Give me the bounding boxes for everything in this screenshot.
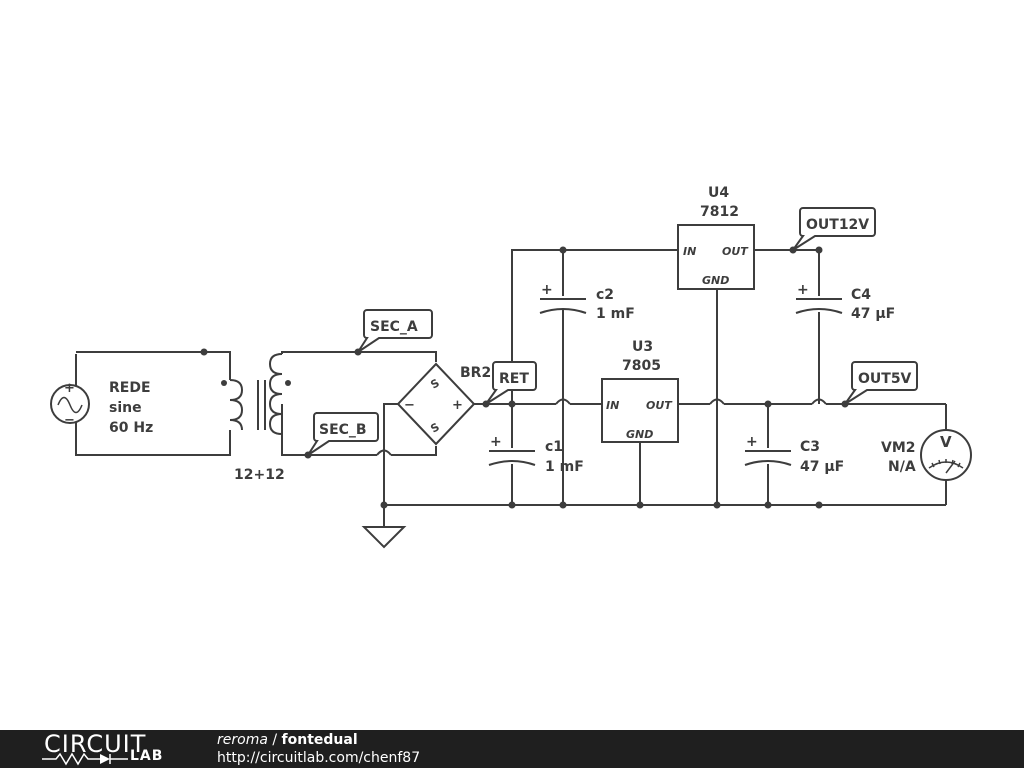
u3-pin-out: OUT bbox=[646, 399, 673, 412]
svg-text:+: + bbox=[452, 398, 463, 413]
transformer-icon[interactable] bbox=[221, 353, 291, 435]
u4-part: 7812 bbox=[700, 204, 739, 220]
vm2-value: N/A bbox=[888, 459, 916, 475]
c1-name: c1 bbox=[545, 439, 563, 455]
u3-part: 7805 bbox=[622, 358, 661, 374]
credit-block: reroma / fontedual http://circuitlab.com… bbox=[217, 731, 420, 767]
u4-pin-in: IN bbox=[683, 245, 696, 258]
circuitlab-logo[interactable]: CIRCUIT LAB bbox=[42, 730, 182, 766]
sine-source-icon[interactable]: + − bbox=[50, 381, 90, 428]
svg-text:+: + bbox=[490, 434, 502, 450]
circuit-title[interactable]: fontedual bbox=[281, 732, 358, 748]
net-label-ret[interactable]: RET bbox=[485, 361, 537, 405]
svg-text:OUT12V: OUT12V bbox=[806, 217, 869, 233]
credit-separator: / bbox=[267, 732, 282, 748]
svg-text:−: − bbox=[404, 398, 415, 413]
logo-bottom-text: LAB bbox=[130, 748, 164, 764]
logo-top-text: CIRCUIT bbox=[44, 730, 147, 758]
u4-pin-gnd: GND bbox=[702, 274, 729, 287]
source-frequency: 60 Hz bbox=[109, 420, 153, 436]
footer-bar: CIRCUIT LAB reroma / fontedual http://ci… bbox=[0, 730, 1024, 768]
net-label-sec-a[interactable]: SEC_A bbox=[357, 309, 433, 353]
u4-name: U4 bbox=[708, 185, 729, 201]
circuit-url[interactable]: http://circuitlab.com/chenf87 bbox=[217, 750, 421, 766]
u3-pin-gnd: GND bbox=[626, 428, 653, 441]
svg-text:+: + bbox=[541, 282, 553, 298]
svg-text:+: + bbox=[64, 381, 75, 396]
svg-text:+: + bbox=[797, 282, 809, 298]
c4-name: C4 bbox=[851, 287, 871, 303]
resistor-diode-icon bbox=[42, 752, 128, 766]
net-label-sec-b[interactable]: SEC_B bbox=[307, 412, 379, 456]
svg-text:+: + bbox=[746, 434, 758, 450]
net-label-out5v[interactable]: OUT5V bbox=[844, 361, 918, 405]
c3-name: C3 bbox=[800, 439, 820, 455]
capacitor-c4-icon[interactable]: + bbox=[795, 282, 843, 314]
svg-text:OUT5V: OUT5V bbox=[858, 371, 912, 387]
c1-value: 1 mF bbox=[545, 459, 584, 475]
svg-text:V: V bbox=[940, 433, 952, 451]
ground-icon bbox=[361, 526, 407, 549]
u3-name: U3 bbox=[632, 339, 653, 355]
regulator-u3[interactable]: IN OUT GND bbox=[601, 378, 679, 443]
schematic: + − REDE sine 60 Hz 12+12 − + S S BR2 bbox=[50, 185, 972, 549]
voltmeter-icon[interactable]: V bbox=[920, 429, 972, 481]
transformer-ratio: 12+12 bbox=[234, 467, 285, 483]
u3-pin-in: IN bbox=[606, 399, 619, 412]
author-link[interactable]: reroma bbox=[217, 732, 268, 748]
svg-text:RET: RET bbox=[499, 371, 529, 387]
c3-value: 47 µF bbox=[800, 459, 844, 475]
ac-source-loop-wires bbox=[75, 351, 231, 456]
net-label-out12v[interactable]: OUT12V bbox=[792, 207, 876, 251]
svg-text:SEC_A: SEC_A bbox=[370, 319, 418, 335]
capacitor-c3-icon[interactable]: + bbox=[744, 434, 792, 466]
c4-value: 47 µF bbox=[851, 306, 895, 322]
capacitor-c1-icon[interactable]: + bbox=[488, 434, 536, 466]
c2-name: c2 bbox=[596, 287, 614, 303]
regulator-u4[interactable]: IN OUT GND bbox=[677, 224, 755, 290]
svg-text:−: − bbox=[64, 413, 75, 428]
capacitor-c2-icon[interactable]: + bbox=[539, 282, 587, 314]
source-type: sine bbox=[109, 400, 142, 416]
vm2-name: VM2 bbox=[881, 440, 916, 456]
bridge-name: BR2 bbox=[460, 365, 491, 381]
svg-text:SEC_B: SEC_B bbox=[319, 422, 367, 438]
c2-value: 1 mF bbox=[596, 306, 635, 322]
u4-pin-out: OUT bbox=[722, 245, 749, 258]
bridge-rectifier-icon[interactable]: − + S S bbox=[396, 362, 476, 446]
source-name: REDE bbox=[109, 380, 151, 396]
